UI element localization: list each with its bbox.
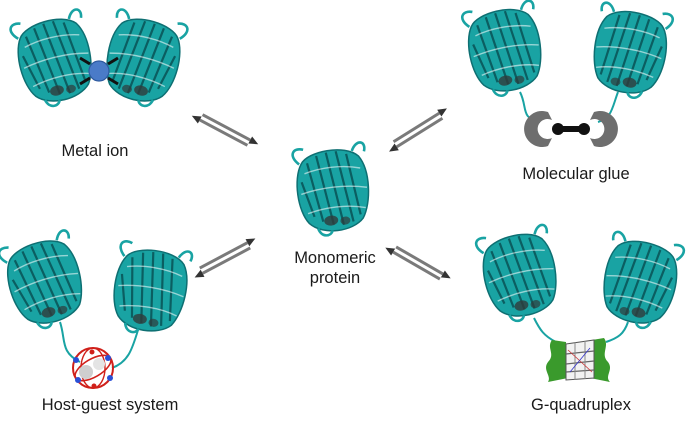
linker — [605, 321, 629, 343]
metal-ion-label: Metal ion — [61, 142, 129, 160]
g-quadruplex-dimer — [473, 221, 687, 382]
linker — [111, 329, 139, 369]
host-guest-dimer — [0, 226, 195, 389]
protein-barrel-icon — [473, 221, 568, 328]
protein-barrel-icon — [459, 0, 552, 102]
protein-barrel-icon — [107, 239, 195, 341]
monomeric-protein-label-line1: Monomeric — [294, 249, 376, 267]
linker — [533, 317, 557, 343]
metal-ion-dimer — [7, 5, 191, 114]
protein-barrel-icon — [583, 0, 676, 104]
metal-ion-icon — [88, 60, 110, 82]
equilibrium-arrows-icon — [188, 233, 262, 283]
protein-barrel-icon — [0, 226, 96, 337]
g-quadruplex-icon — [546, 338, 610, 382]
monomer-protein-barrel-icon — [290, 138, 377, 240]
coordination-bond — [107, 76, 119, 86]
protein-barrel-icon — [7, 5, 104, 114]
coordination-bond — [79, 76, 91, 86]
host-guest-system-label: Host-guest system — [41, 396, 179, 414]
coordination-bond — [107, 56, 119, 66]
monomeric-protein-label-line2: protein — [309, 269, 361, 287]
molecular-glue-dimer — [459, 0, 676, 147]
g-quadruplex-label: G-quadruplex — [531, 396, 631, 414]
protein-barrel-icon — [592, 228, 687, 335]
equilibrium-arrows-icon — [382, 103, 454, 157]
protein-barrel-icon — [94, 5, 191, 114]
cucurbituril-host-icon — [72, 347, 114, 389]
molecular-glue-label: Molecular glue — [522, 165, 630, 183]
molecular-glue-icon — [524, 111, 618, 147]
equilibrium-arrows-icon — [188, 105, 262, 155]
coordination-bond — [79, 56, 91, 66]
monomeric-protein-label: Monomeric protein — [270, 248, 400, 288]
